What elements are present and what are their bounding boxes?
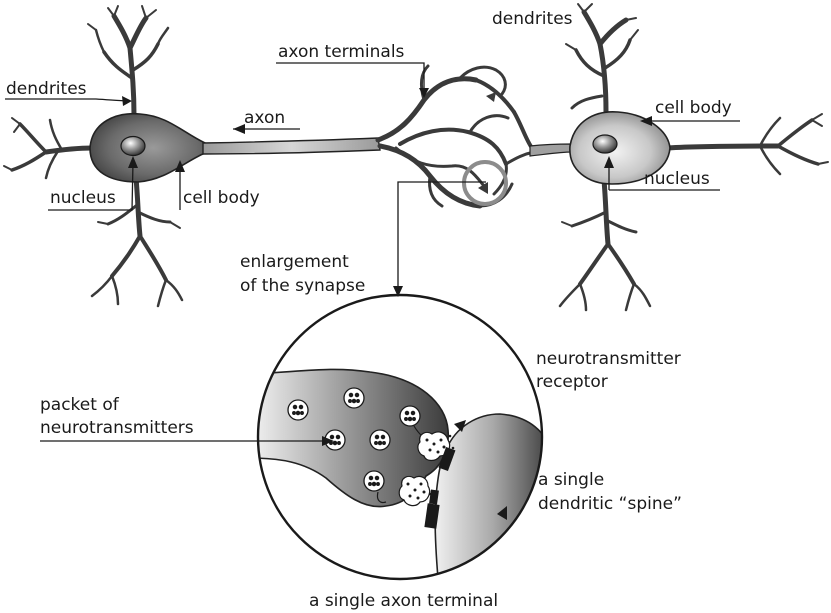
terminal-to-right-cell-link (530, 144, 572, 156)
left-dendrites-side (4, 118, 92, 178)
synapse-enlargement (250, 295, 552, 600)
vesicle (288, 400, 308, 420)
label-enlargement-line2: of the synapse (240, 276, 365, 296)
synapse-highlight-circle (464, 162, 506, 204)
label-nucleus-right: nucleus (644, 169, 710, 189)
label-axon-terminal-caption: a single axon terminal (309, 591, 498, 611)
label-axon: axon (244, 108, 285, 128)
vesicle (364, 471, 384, 491)
label-packet-line2: neurotransmitters (40, 418, 194, 438)
left-cell-body (90, 114, 205, 182)
left-nucleus (121, 137, 145, 156)
label-spine-line1: a single (538, 470, 604, 490)
label-packet-line1: packet of (40, 395, 120, 415)
axon-shaft (203, 138, 380, 154)
right-nucleus (593, 135, 617, 153)
right-dendrites-bottom (560, 180, 650, 310)
label-axon-terminals: axon terminals (278, 42, 405, 62)
label-receptor-line1: neurotransmitter (536, 349, 681, 369)
label-cell-body-right: cell body (655, 98, 732, 118)
label-receptor-line2: receptor (536, 372, 608, 392)
label-nucleus-left: nucleus (50, 188, 116, 208)
label-enlargement-line1: enlargement (240, 252, 349, 272)
axon-terminal-branches (378, 66, 534, 206)
label-dendrites-right: dendrites (492, 9, 573, 29)
label-dendrites-left: dendrites (6, 79, 87, 99)
right-dendrites-side (668, 114, 828, 174)
label-cell-body-left: cell body (183, 188, 260, 208)
right-neuron (560, 4, 828, 310)
vesicle (400, 406, 420, 426)
left-neuron (4, 6, 205, 306)
dendritic-spine (435, 414, 552, 600)
right-dendrites-top (566, 4, 638, 112)
vesicle (370, 430, 390, 450)
label-spine-line2: dendritic “spine” (538, 494, 682, 514)
vesicle (344, 388, 364, 408)
